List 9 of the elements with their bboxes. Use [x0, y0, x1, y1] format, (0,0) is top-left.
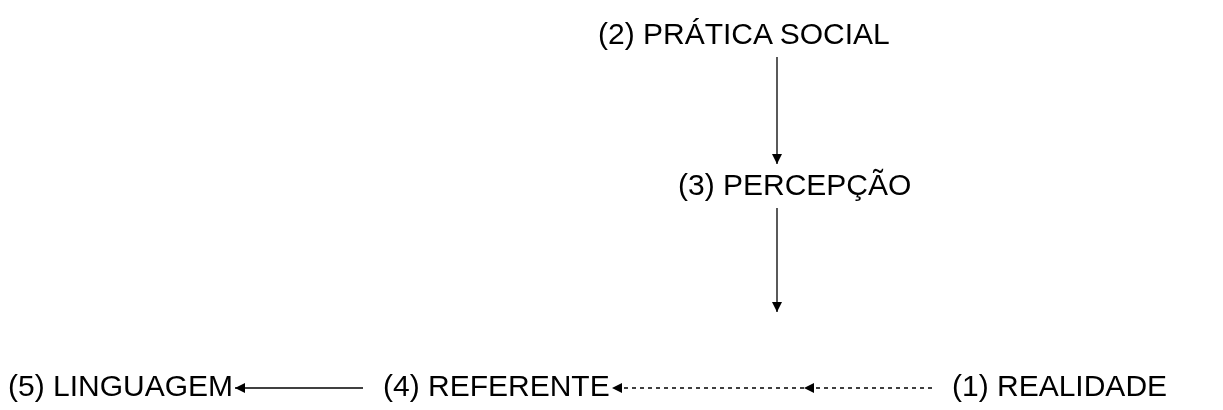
node-label: (2) PRÁTICA SOCIAL: [598, 17, 890, 51]
arrow: [772, 56, 782, 165]
node-label: (3) PERCEPÇÃO: [678, 168, 912, 202]
node-label: (5) LINGUAGEM: [8, 369, 234, 403]
arrow: [611, 383, 933, 393]
node-label: (4) REFERENTE: [383, 369, 610, 403]
arrow: [772, 207, 782, 313]
node-label: (1) REALIDADE: [952, 369, 1168, 403]
arrow: [234, 383, 364, 393]
